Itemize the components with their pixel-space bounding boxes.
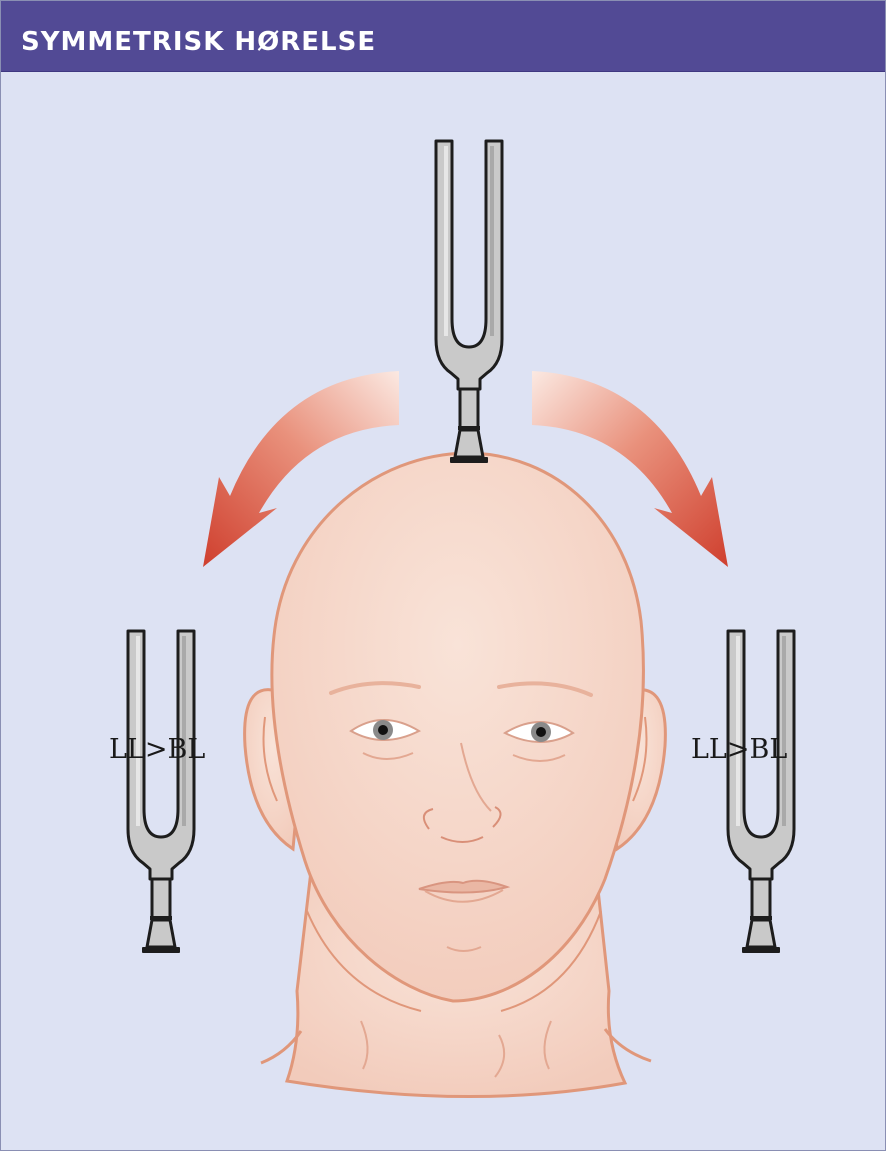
left-fork-label: LL>BL (109, 736, 205, 763)
tuning-fork-icon (436, 141, 502, 463)
tuning-fork-icon (128, 631, 194, 953)
tuning-fork-icon (728, 631, 794, 953)
right-fork-label: LL>BL (691, 736, 787, 763)
head-illustration (245, 453, 666, 1097)
